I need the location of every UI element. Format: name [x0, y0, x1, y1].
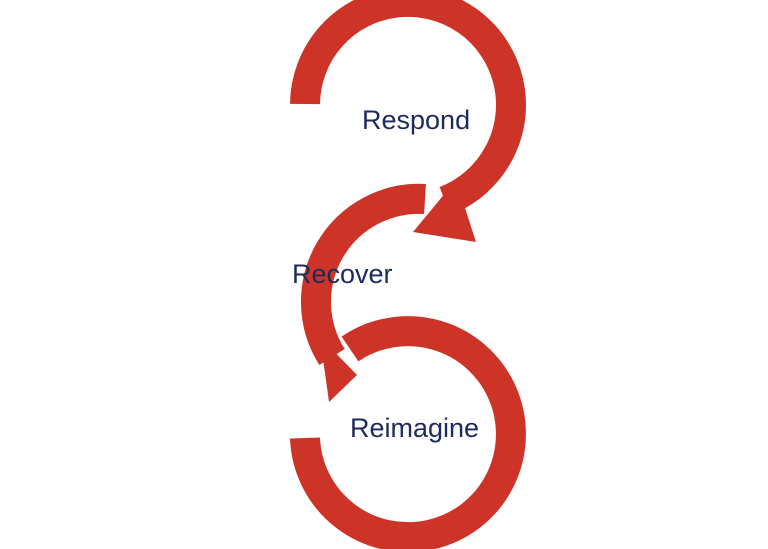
- reimagine-arc: [290, 316, 526, 549]
- respond-label: Respond: [362, 105, 470, 135]
- recover-arrow: [300, 183, 426, 402]
- respond-arrowhead: [413, 180, 476, 242]
- respond-arc: [290, 0, 526, 215]
- recover-label: Recover: [292, 259, 393, 289]
- recover-arrowhead: [320, 337, 357, 402]
- respond-arrow: [290, 0, 526, 242]
- recover-arc: [300, 183, 426, 366]
- reimagine-arrow: [290, 316, 526, 549]
- reimagine-label: Reimagine: [350, 413, 479, 443]
